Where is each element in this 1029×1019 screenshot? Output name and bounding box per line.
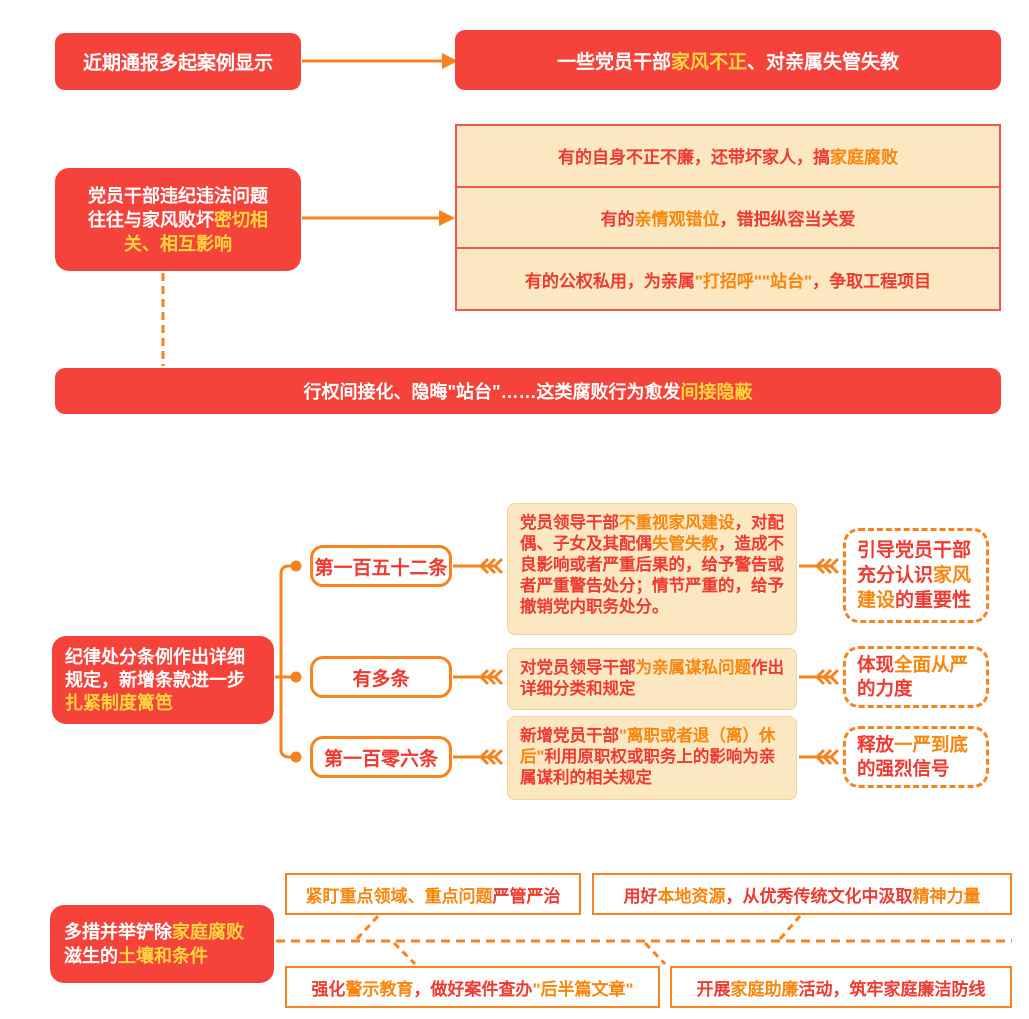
- clause-detail-text: 新增党员干部"离职或者退（离）休后"利用原职权或职务上的影响为亲属谋利的相关规定: [520, 727, 776, 787]
- example-text: 有的亲情观错位，错把纵容当关爱: [600, 210, 856, 229]
- triple-chevron-arrow-icon: [799, 668, 840, 686]
- cause-text: 党员干部违纪违法问题往往与家风败坏密切相关、相互影响: [88, 185, 268, 254]
- clause-detail-text: 党员领导干部不重视家风建设，对配偶、子女及其配偶失管失教，造成不良影响或者严重后…: [520, 514, 784, 616]
- clause-detail-box: 对党员领导干部为亲属谋私问题作出详细分类和规定: [507, 648, 797, 710]
- clause-label: 有多条: [352, 668, 410, 690]
- measures-lead-box: 多措并举铲除家庭腐败滋生的土壤和条件: [50, 905, 274, 983]
- clause-detail-text: 对党员领导干部为亲属谋私问题作出详细分类和规定: [520, 659, 784, 698]
- clause-effect-text: 体现全面从严的力度: [857, 654, 969, 699]
- case-report-text: 近期通报多起案例显示: [82, 53, 273, 74]
- clause-label: 第一百零六条: [323, 748, 438, 770]
- example-row: 有的公权私用，为亲属"打招呼""站台"，争取工程项目: [457, 249, 999, 309]
- clause-detail-box: 新增党员干部"离职或者退（离）休后"利用原职权或职务上的影响为亲属谋利的相关规定: [507, 716, 797, 800]
- arrow-right-icon: [302, 53, 458, 69]
- conclusion-text: 行权间接化、隐晦"站台"……这类腐败行为愈发间接隐蔽: [303, 382, 753, 402]
- clause-box: 第一百五十二条: [310, 545, 452, 587]
- clause-label: 第一百五十二条: [314, 557, 448, 579]
- triple-chevron-arrow-icon: [799, 748, 840, 766]
- triple-chevron-arrow-icon: [799, 557, 840, 575]
- cause-box: 党员干部违纪违法问题往往与家风败坏密切相关、相互影响: [55, 168, 301, 271]
- measure-text: 紧盯重点领域、重点问题严管严治: [305, 886, 561, 906]
- triple-chevron-arrow-icon: [453, 668, 504, 686]
- clause-effect-box: 引导党员干部充分认识家风建设的重要性: [843, 528, 989, 623]
- example-text: 有的自身不正不廉，还带坏家人，搞家庭腐败: [558, 148, 898, 168]
- triple-chevron-arrow-icon: [453, 748, 504, 766]
- measure-box: 开展家庭助廉活动，筑牢家庭廉洁防线: [670, 966, 1012, 1008]
- case-result-text: 一些党员干部家风不正、对亲属失管失教: [556, 51, 900, 73]
- case-report-box: 近期通报多起案例显示: [55, 33, 301, 90]
- example-row: 有的亲情观错位，错把纵容当关爱: [457, 188, 999, 250]
- bracket-connector: [275, 560, 302, 763]
- clause-effect-text: 释放一严到底的强烈信号: [857, 734, 969, 779]
- example-text: 有的公权私用，为亲属"打招呼""站台"，争取工程项目: [524, 271, 932, 291]
- measure-text: 用好本地资源，从优秀传统文化中汲取精神力量: [623, 886, 981, 906]
- measure-box: 紧盯重点领域、重点问题严管严治: [285, 873, 581, 915]
- clause-effect-box: 体现全面从严的力度: [843, 646, 989, 708]
- measure-text: 强化警示教育，做好案件查办"后半篇文章": [311, 979, 634, 999]
- arrow-right-icon: [302, 210, 455, 226]
- measures-lead-text: 多措并举铲除家庭腐败滋生的土壤和条件: [64, 922, 244, 966]
- dashed-branch: [355, 914, 802, 966]
- measure-box: 用好本地资源，从优秀传统文化中汲取精神力量: [592, 873, 1012, 915]
- measure-box: 强化警示教育，做好案件查办"后半篇文章": [285, 966, 660, 1008]
- regulation-intro-box: 纪律处分条例作出详细规定，新增条款进一步扎紧制度篱笆: [52, 636, 274, 724]
- clause-box: 第一百零六条: [310, 736, 452, 778]
- conclusion-banner: 行权间接化、隐晦"站台"……这类腐败行为愈发间接隐蔽: [55, 368, 1001, 414]
- case-result-box: 一些党员干部家风不正、对亲属失管失教: [455, 30, 1001, 90]
- clause-box: 有多条: [310, 656, 452, 698]
- example-row: 有的自身不正不廉，还带坏家人，搞家庭腐败: [457, 126, 999, 188]
- regulation-intro-text: 纪律处分条例作出详细规定，新增条款进一步扎紧制度篱笆: [65, 646, 245, 713]
- measure-text: 开展家庭助廉活动，筑牢家庭廉洁防线: [696, 979, 986, 999]
- clause-effect-box: 释放一严到底的强烈信号: [843, 726, 989, 788]
- clause-detail-box: 党员领导干部不重视家风建设，对配偶、子女及其配偶失管失教，造成不良影响或者严重后…: [507, 503, 797, 635]
- triple-chevron-arrow-icon: [453, 557, 504, 575]
- example-stack: 有的自身不正不廉，还带坏家人，搞家庭腐败 有的亲情观错位，错把纵容当关爱 有的公…: [455, 124, 1001, 311]
- clause-effect-text: 引导党员干部充分认识家风建设的重要性: [857, 540, 972, 611]
